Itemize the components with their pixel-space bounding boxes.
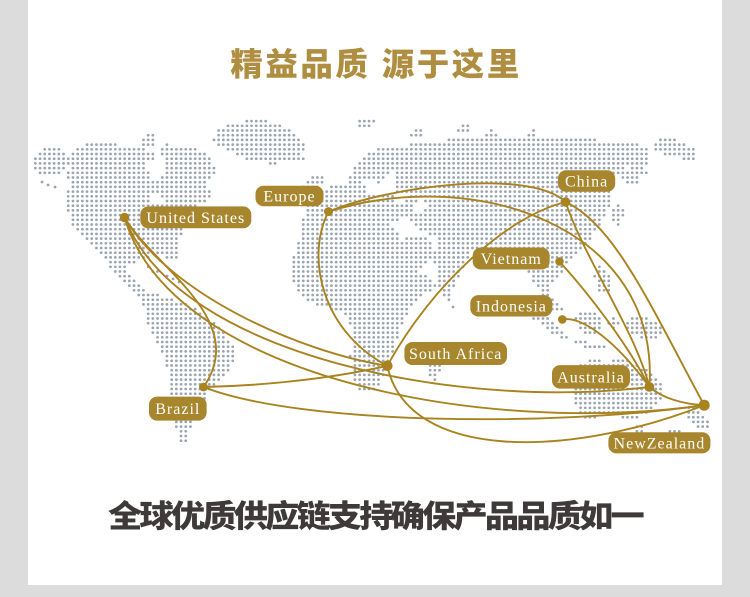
svg-text:Australia: Australia — [557, 369, 625, 386]
svg-text:Europe: Europe — [263, 189, 315, 206]
svg-text:China: China — [565, 174, 608, 191]
svg-text:Vietnam: Vietnam — [481, 251, 542, 268]
svg-text:United States: United States — [146, 210, 245, 227]
svg-text:Brazil: Brazil — [155, 401, 200, 418]
svg-text:NewZealand: NewZealand — [614, 435, 706, 452]
svg-text:South Africa: South Africa — [409, 346, 502, 363]
svg-text:Indonesia: Indonesia — [476, 298, 547, 315]
